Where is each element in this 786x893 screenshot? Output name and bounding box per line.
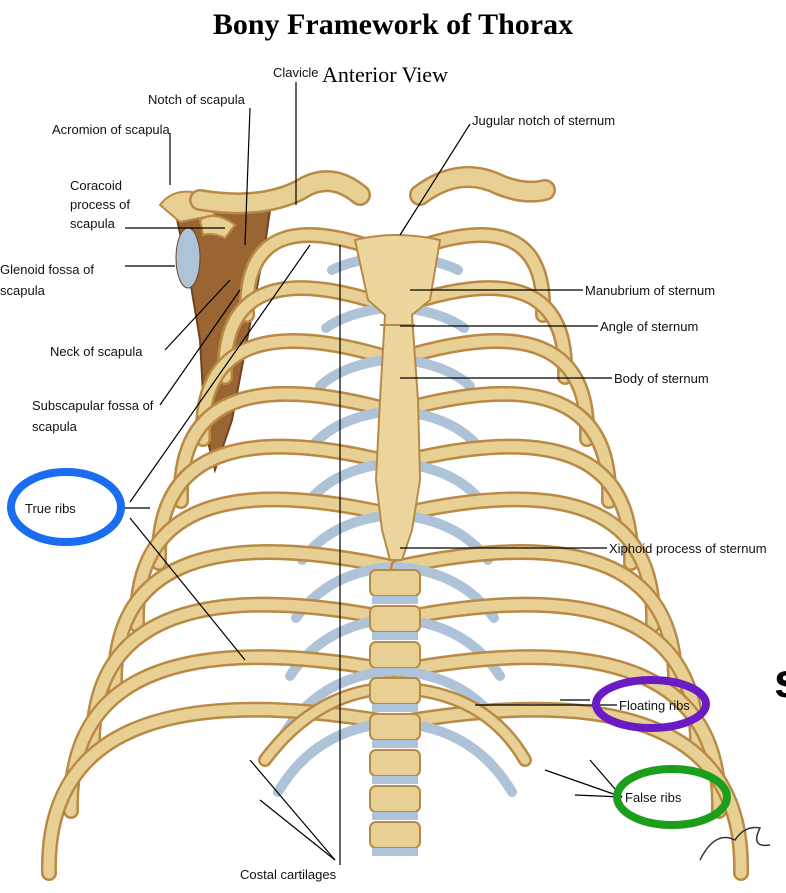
intervertebral-disc xyxy=(372,668,418,676)
label-true-ribs: True ribs xyxy=(25,500,76,517)
label-subscapular: Subscapular fossa of scapula xyxy=(32,395,167,437)
vertebra xyxy=(370,570,420,596)
label-coracoid: Coracoid process of scapula xyxy=(70,176,150,233)
label-neck-scapula: Neck of scapula xyxy=(50,343,143,360)
label-notch-scapula: Notch of scapula xyxy=(148,91,245,108)
vertebra xyxy=(370,714,420,740)
vertebra xyxy=(370,786,420,812)
vertebra xyxy=(370,750,420,776)
intervertebral-disc xyxy=(372,776,418,784)
intervertebral-disc xyxy=(372,848,418,856)
vertebra xyxy=(370,606,420,632)
vertebra xyxy=(370,822,420,848)
edge-text-fragment: s xyxy=(774,654,786,709)
diagram-title: Bony Framework of Thorax xyxy=(0,8,786,42)
label-clavicle: Clavicle xyxy=(273,64,319,81)
intervertebral-disc xyxy=(372,632,418,640)
label-body-sternum: Body of sternum xyxy=(614,370,709,387)
vertebra xyxy=(370,642,420,668)
diagram-subtitle: Anterior View xyxy=(322,62,448,88)
glenoid-fossa xyxy=(176,228,200,288)
label-false-ribs: False ribs xyxy=(625,789,681,806)
label-glenoid: Glenoid fossa of scapula xyxy=(0,259,120,301)
intervertebral-disc xyxy=(372,740,418,748)
label-angle-sternum: Angle of sternum xyxy=(600,318,698,335)
label-floating-ribs: Floating ribs xyxy=(619,697,690,714)
intervertebral-disc xyxy=(372,596,418,604)
label-costal-cartilages: Costal cartilages xyxy=(240,866,336,883)
label-jugular-notch: Jugular notch of sternum xyxy=(472,112,615,129)
label-acromion: Acromion of scapula xyxy=(52,121,170,138)
label-xiphoid: Xiphoid process of sternum xyxy=(609,540,767,557)
intervertebral-disc xyxy=(372,812,418,820)
intervertebral-disc xyxy=(372,704,418,712)
clavicle-left-fill xyxy=(420,177,545,195)
label-manubrium: Manubrium of sternum xyxy=(585,282,715,299)
vertebral-column xyxy=(370,570,420,856)
vertebra xyxy=(370,678,420,704)
